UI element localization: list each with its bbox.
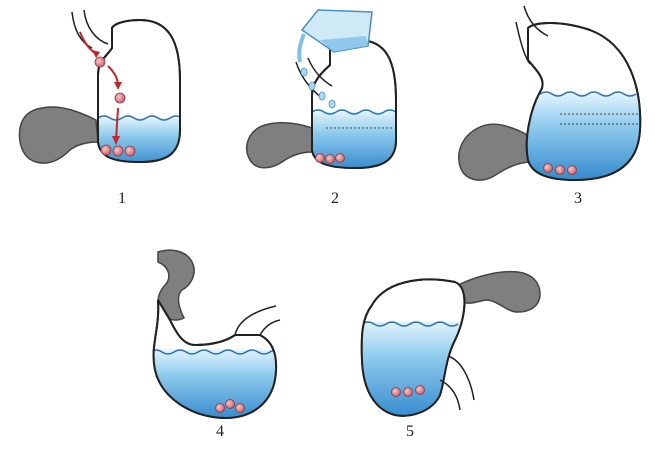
panel-4: [148, 250, 282, 422]
panel-2-number: 2: [320, 190, 350, 208]
pill-icon: [316, 154, 325, 163]
panel-3-number: 3: [563, 190, 593, 208]
pill-icon: [556, 166, 565, 175]
panel-3: [459, 6, 644, 184]
pill-icon: [113, 146, 123, 156]
pill-icon: [236, 404, 245, 413]
duodenum-icon: [20, 107, 98, 163]
pill-icon: [416, 386, 425, 395]
pill-icon: [226, 400, 235, 409]
pill-icon: [216, 404, 225, 413]
pill-icon: [115, 93, 125, 103]
duodenum-icon: [247, 123, 312, 168]
panel-5-number: 5: [395, 423, 425, 441]
panel-5: [356, 272, 540, 422]
panel-4-number: 4: [205, 423, 235, 441]
pill-icon: [392, 388, 401, 397]
panel-1: [20, 10, 186, 168]
pill-icon: [544, 164, 553, 173]
pill-icon: [95, 57, 105, 67]
pill-icon: [101, 145, 111, 155]
duodenum-icon: [458, 272, 540, 312]
panel-1-number: 1: [107, 190, 137, 208]
pill-icon: [404, 388, 413, 397]
pill-icon: [125, 146, 135, 156]
pill-icon: [568, 166, 577, 175]
duodenum-icon: [459, 124, 536, 180]
pill-icon: [336, 154, 345, 163]
pill-icon: [326, 155, 335, 164]
panel-2: [247, 10, 400, 172]
